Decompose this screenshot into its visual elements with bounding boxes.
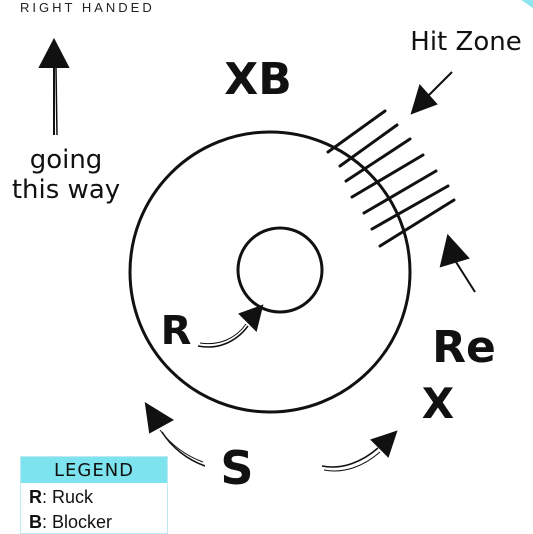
hit-zone-hatch <box>326 109 456 248</box>
r-arrow-icon <box>197 304 264 348</box>
position-s: S <box>220 441 253 495</box>
position-r: R <box>161 308 192 354</box>
legend-title: LEGEND <box>21 457 167 483</box>
direction-text-line2: this way <box>12 175 120 205</box>
header-label: RIGHT HANDED <box>20 0 155 15</box>
position-x: X <box>422 379 454 428</box>
hit-zone-label: Hit Zone <box>410 27 521 57</box>
legend-item: R: Ruck <box>21 483 167 508</box>
position-xb: XB <box>224 54 291 105</box>
legend-item-desc: : Ruck <box>42 487 94 507</box>
position-re: Re <box>432 322 496 373</box>
legend-item-key: R <box>29 487 42 507</box>
legend-item: B: Blocker <box>21 508 167 533</box>
legend-item-key: B <box>29 512 42 532</box>
inner-circle <box>236 226 324 314</box>
legend-item-desc: : Blocker <box>42 512 113 532</box>
outer-circle <box>128 130 412 414</box>
s-right-arrow-icon <box>321 430 398 472</box>
direction-text-line1: going <box>30 145 103 175</box>
s-left-arrow-icon <box>144 402 206 467</box>
legend: LEGEND R: Ruck B: Blocker <box>20 456 168 534</box>
direction-arrow-icon <box>38 37 70 136</box>
hit-zone-arrow-icon <box>410 71 453 115</box>
re-arrow-icon <box>439 233 476 293</box>
